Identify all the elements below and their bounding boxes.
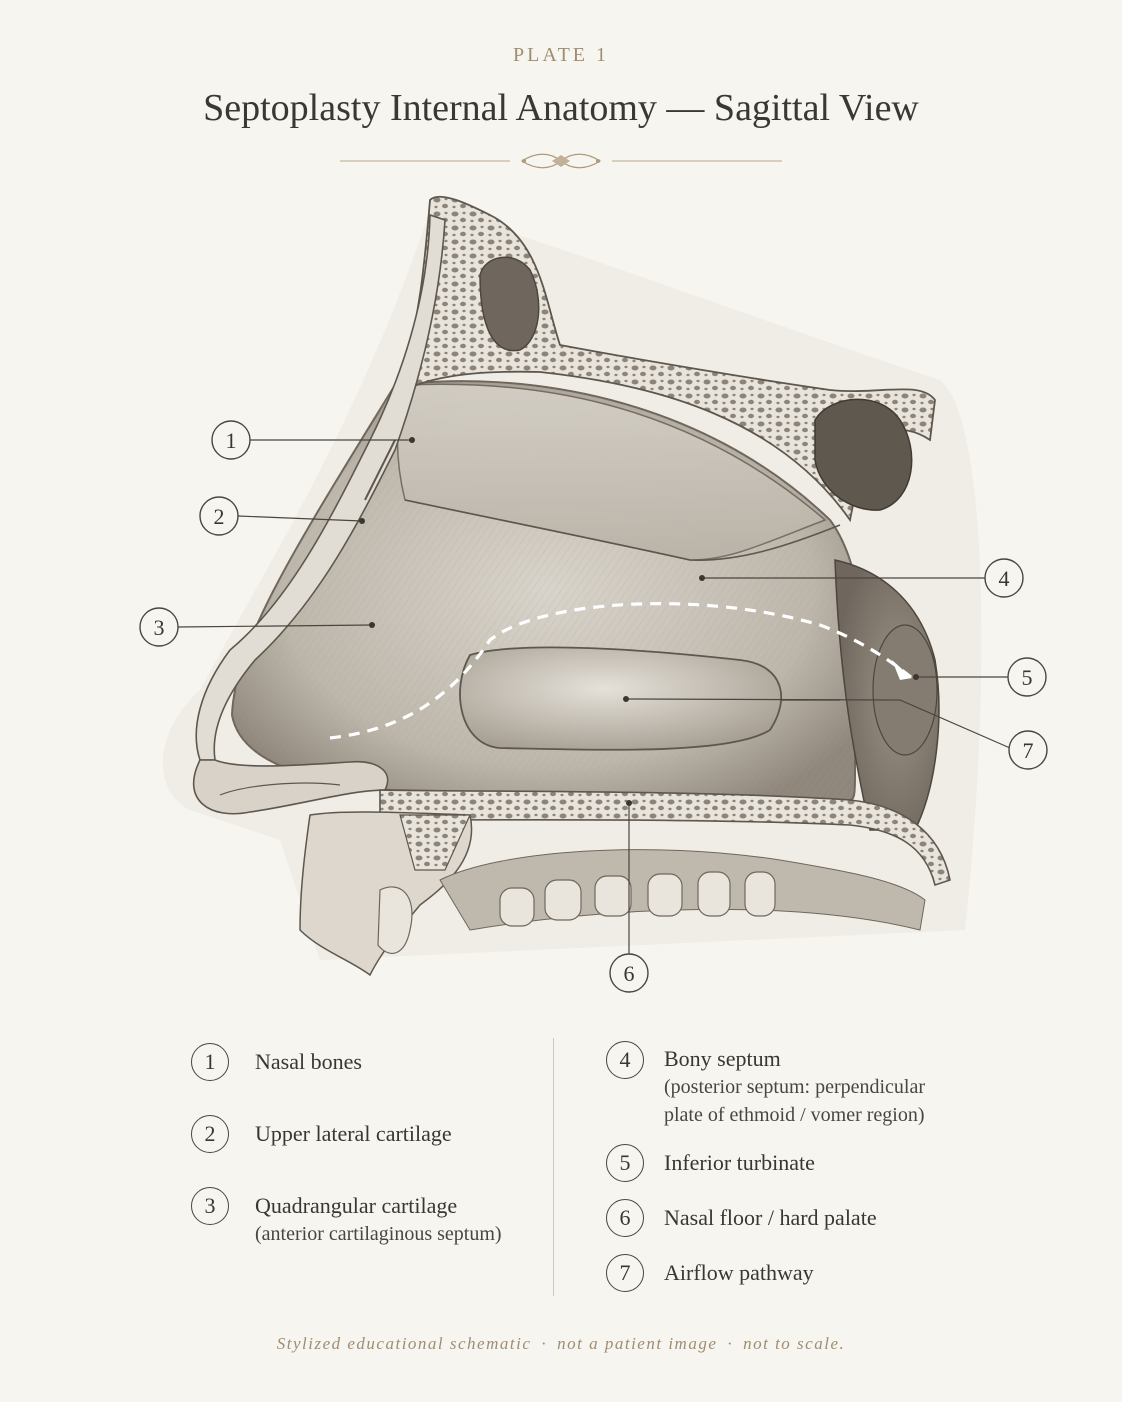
- svg-text:2: 2: [214, 504, 225, 529]
- legend-divider: [553, 1038, 554, 1296]
- legend-item-3: 3 Quadrangular cartilage (anterior carti…: [191, 1187, 502, 1248]
- callout-6: 6: [609, 953, 649, 993]
- callout-2: 2: [199, 496, 239, 536]
- svg-text:1: 1: [226, 428, 237, 453]
- callout-7: 7: [1008, 730, 1048, 770]
- legend-number: 2: [191, 1115, 229, 1153]
- legend-item-7: 7 Airflow pathway: [606, 1254, 814, 1292]
- svg-text:4: 4: [999, 566, 1010, 591]
- page-title: Septoplasty Internal Anatomy — Sagittal …: [203, 87, 919, 129]
- legend-sublabel: (anterior cartilaginous septum): [255, 1223, 502, 1245]
- legend-number: 6: [606, 1199, 644, 1237]
- title-divider-ornament: [340, 153, 782, 169]
- legend-label: Airflow pathway: [664, 1260, 814, 1285]
- svg-text:7: 7: [1023, 738, 1034, 763]
- sagittal-nasal-illustration: 1 2 3 4 5 7 6: [139, 195, 1048, 993]
- footer-separator: ·: [541, 1334, 548, 1353]
- legend-item-1: 1 Nasal bones: [191, 1043, 362, 1081]
- footer-part-3: not to scale.: [743, 1334, 846, 1353]
- legend-label: Bony septum: [664, 1046, 781, 1071]
- footer-part-2: not a patient image: [557, 1334, 718, 1353]
- svg-text:3: 3: [154, 615, 165, 640]
- svg-text:5: 5: [1022, 665, 1033, 690]
- svg-text:6: 6: [624, 961, 635, 986]
- legend-item-6: 6 Nasal floor / hard palate: [606, 1199, 877, 1237]
- legend-item-2: 2 Upper lateral cartilage: [191, 1115, 452, 1153]
- legend-number: 3: [191, 1187, 229, 1225]
- legend-label: Nasal bones: [255, 1049, 362, 1074]
- plate-label: PLATE 1: [513, 44, 609, 66]
- legend-sublabel: (posterior septum: perpendicular plate o…: [664, 1076, 926, 1126]
- legend-number: 1: [191, 1043, 229, 1081]
- legend-item-5: 5 Inferior turbinate: [606, 1144, 815, 1182]
- legend-label: Nasal floor / hard palate: [664, 1205, 877, 1230]
- legend-item-4: 4 Bony septum (posterior septum: perpend…: [606, 1041, 964, 1129]
- legend-number: 5: [606, 1144, 644, 1182]
- footer-note: Stylized educational schematic · not a pat…: [0, 1334, 1122, 1354]
- legend-label: Upper lateral cartilage: [255, 1121, 452, 1146]
- legend-label: Quadrangular cartilage: [255, 1193, 458, 1218]
- footer-separator: ·: [727, 1334, 734, 1353]
- callout-4: 4: [984, 558, 1024, 598]
- legend-number: 7: [606, 1254, 644, 1292]
- callout-5: 5: [1007, 657, 1047, 697]
- footer-part-1: Stylized educational schematic: [276, 1334, 532, 1353]
- callout-3: 3: [139, 607, 179, 647]
- callout-1: 1: [211, 420, 251, 460]
- legend-number: 4: [606, 1041, 644, 1079]
- legend-label: Inferior turbinate: [664, 1150, 815, 1175]
